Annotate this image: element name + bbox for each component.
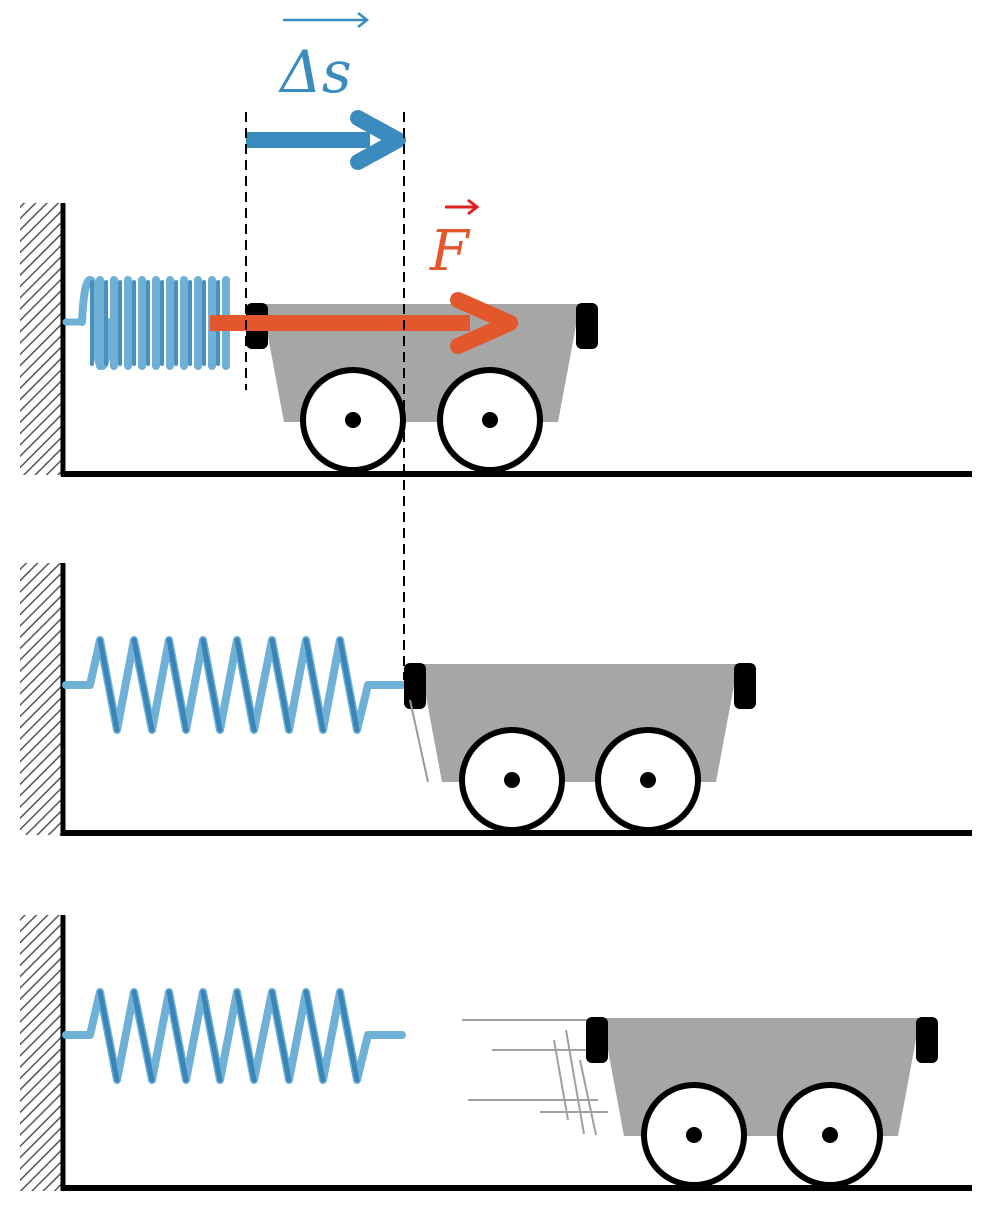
wall-hatch (20, 563, 62, 835)
cart-bumper-right (734, 663, 756, 709)
vector-arrow-icon (283, 12, 370, 28)
cart-bumper-left (586, 1017, 608, 1063)
displacement-label-group: Δs (278, 12, 370, 106)
cart-axle (504, 772, 520, 788)
cart-axle (640, 772, 656, 788)
cart-axle (822, 1127, 838, 1143)
motion-line (409, 699, 429, 783)
vector-arrow-icon (445, 198, 480, 216)
motion-lines (462, 1019, 608, 1136)
panel-moving (20, 915, 972, 1191)
panel-released (20, 563, 972, 836)
cart-bumper-right (576, 303, 598, 349)
displacement-label: Δs (278, 38, 352, 106)
spring-relaxed (62, 988, 406, 1084)
wall-hatch (20, 203, 62, 475)
force-label-group: F (429, 198, 480, 284)
cart-axle (482, 412, 498, 428)
force-arrow (210, 292, 518, 354)
cart (404, 663, 756, 833)
spring-relaxed (62, 636, 406, 734)
wall-hatch (20, 915, 62, 1191)
panel-compressed: F Δs (20, 12, 972, 680)
cart-bumper-left (404, 663, 426, 709)
cart-bumper-right (916, 1017, 938, 1063)
force-label: F (429, 219, 471, 284)
displacement-arrow (246, 110, 406, 170)
cart-axle (686, 1127, 702, 1143)
cart-axle (345, 412, 361, 428)
cart (586, 1017, 938, 1188)
